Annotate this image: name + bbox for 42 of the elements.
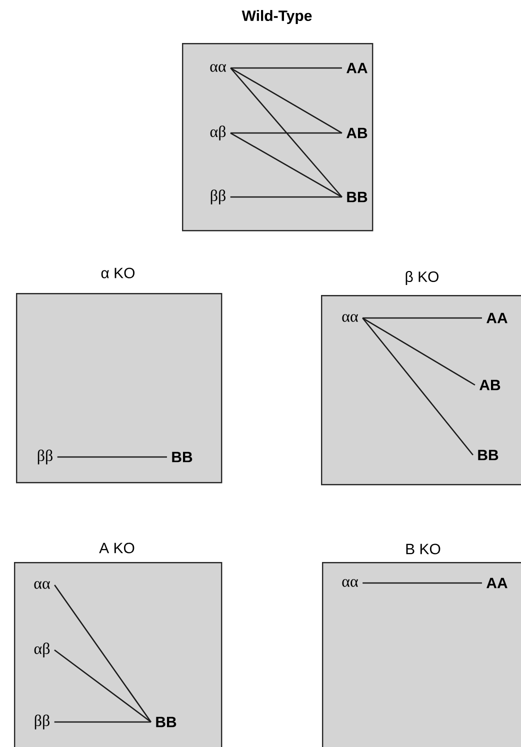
dimer-label: BB [172,452,192,462]
dimer-label: BB [478,450,498,460]
panel-title: A KO [99,542,134,554]
panel-title: Wild-Type [242,10,312,24]
genotype-label: ββ [210,190,226,204]
genotype-label: αα [210,64,226,72]
panel-title: β KO [406,271,438,285]
connector-line [230,67,342,134]
genotype-label: ββ [38,450,52,464]
connector-line [54,649,152,723]
connector-line [230,67,342,69]
dimer-label: AB [480,380,500,390]
genotype-label: ββ [34,714,50,730]
connector-line [362,317,482,319]
dimer-label: AA [486,578,508,588]
connector-line [362,317,476,386]
connector-line [362,582,482,584]
connector-line [230,196,342,198]
dimer-label: AA [486,312,508,324]
genotype-label: αβ [34,642,50,658]
dimer-label: AA [346,62,368,74]
connector-line [230,68,342,198]
panel-box [322,562,521,747]
connector-line [54,584,152,722]
genotype-label: αα [342,579,358,587]
connector-line [54,721,151,723]
dimer-label: BB [347,192,368,202]
panel-box [16,293,222,484]
genotype-label: αα [342,314,358,322]
panel-box [182,43,374,232]
panel-box [14,562,222,747]
genotype-label: αα [34,581,50,589]
genotype-label: αβ [210,126,226,140]
connector-line [362,318,474,456]
panel-title: α KO [101,268,135,278]
connector-line [57,456,167,458]
connector-line [230,132,342,198]
dimer-label: BB [156,716,176,728]
dimer-label: AB [346,128,368,138]
panel-title: B KO [406,544,440,554]
connector-line [230,132,342,134]
panel-box [321,295,521,486]
